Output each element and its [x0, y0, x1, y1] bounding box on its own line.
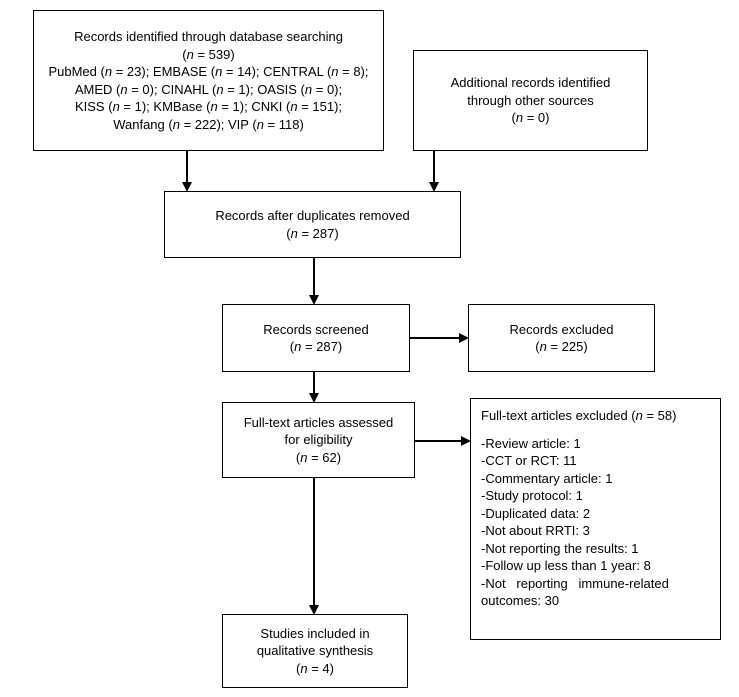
exclusion-reason: -CCT or RCT: 11	[481, 453, 577, 468]
studies-included-box: Studies included in qualitative synthesi…	[222, 614, 408, 688]
additional-line: Additional records identified	[450, 75, 611, 91]
included-count: (n = 4)	[296, 660, 334, 676]
exclusion-reason: -Study protocol: 1	[481, 488, 583, 503]
identification-title: Records identified through database sear…	[74, 29, 343, 44]
fulltext-count: (n = 62)	[295, 449, 342, 465]
fulltext-excluded-title: Full-text articles excluded (n = 58)	[481, 408, 677, 423]
identification-box: Records identified through database sear…	[33, 10, 384, 151]
source-line: KISS (n = 1); KMBase (n = 1); CNKI (n = …	[74, 99, 343, 114]
excluded-count: (n = 225)	[535, 339, 588, 354]
screened-title: Records screened	[263, 321, 369, 337]
records-excluded-box: Records excluded (n = 225)	[468, 304, 655, 372]
duplicates-removed-box: Records after duplicates removed (n = 28…	[164, 191, 461, 258]
source-line: AMED (n = 0); CINAHL (n = 1); OASIS (n =…	[74, 81, 343, 97]
exclusion-reason: -Review article: 1	[481, 435, 581, 451]
duplicates-count: (n = 287)	[286, 225, 339, 241]
fulltext-line: for eligibility	[284, 432, 353, 448]
identification-count: (n = 539)	[182, 46, 235, 62]
exclusion-reason: -Not reporting immune-related	[481, 575, 669, 591]
records-screened-box: Records screened (n = 287)	[222, 304, 410, 372]
excluded-title: Records excluded	[509, 321, 614, 337]
included-line: qualitative synthesis	[256, 643, 374, 659]
exclusion-reason: -Duplicated data: 2	[481, 505, 591, 521]
source-line: Wanfang (n = 222); VIP (n = 118)	[113, 116, 304, 132]
exclusion-reason: -Commentary article: 1	[481, 470, 613, 486]
additional-line: through other sources	[467, 92, 594, 108]
screened-count: (n = 287)	[289, 339, 343, 354]
fulltext-excluded-box: Full-text articles excluded (n = 58) -Re…	[470, 398, 721, 640]
additional-count: (n = 0)	[511, 110, 550, 126]
exclusion-reason: -Follow up less than 1 year: 8	[481, 558, 651, 573]
exclusion-reason: outcomes: 30	[481, 593, 560, 608]
exclusion-reason: -Not about RRTI: 3	[481, 523, 590, 538]
fulltext-assessed-box: Full-text articles assessed for eligibil…	[222, 402, 415, 478]
additional-records-box: Additional records identified through ot…	[413, 50, 648, 151]
duplicates-title: Records after duplicates removed	[215, 208, 410, 223]
included-line: Studies included in	[260, 625, 370, 641]
fulltext-line: Full-text articles assessed	[243, 414, 394, 430]
exclusion-reason: -Not reporting the results: 1	[481, 540, 639, 556]
source-line: PubMed (n = 23); EMBASE (n = 14); CENTRA…	[48, 64, 369, 79]
